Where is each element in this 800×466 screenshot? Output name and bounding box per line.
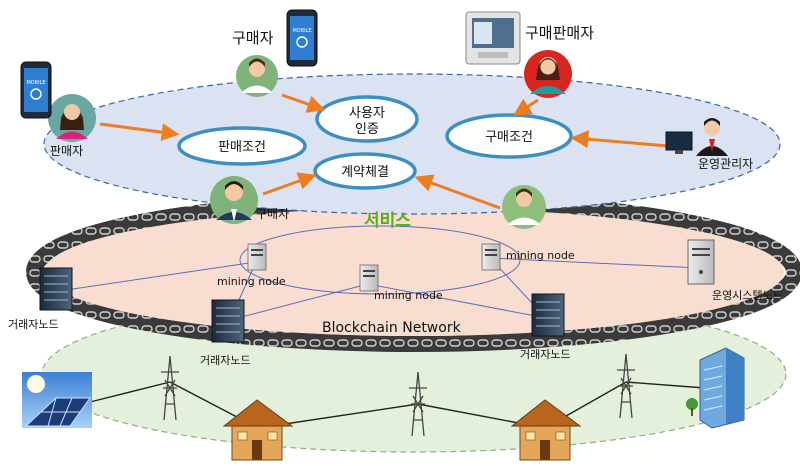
system-node-label: 운영시스템노드 [712, 289, 783, 302]
solar-panel-icon [22, 372, 92, 428]
mining-node-icon [247, 243, 267, 271]
arrow-buyer-to-contract [262, 172, 317, 196]
mobile-phone-text: MOBILE [292, 28, 311, 34]
trade-node-server-icon [39, 267, 73, 311]
trade-node-server-icon [211, 299, 245, 343]
contract-ellipse [313, 152, 417, 190]
trade-node-label: 거래자노드 [520, 348, 571, 361]
mining-node-label: mining node [217, 275, 286, 288]
arrow-operator-to-buyterms [570, 130, 669, 149]
transmission-tower-icon [409, 371, 427, 437]
transmission-tower-icon [617, 353, 635, 419]
auth-label-line2: 인증 [355, 122, 379, 137]
mobile-phone-text: MOBILE [26, 80, 45, 86]
arrow-user-to-contract [414, 174, 501, 210]
mining-node-label: mining node [506, 249, 575, 262]
buyer-top-label: 구매자 [232, 29, 274, 47]
buyer-bottom-label: 구매자 [256, 207, 289, 221]
trade-node-label: 거래자노드 [8, 318, 59, 331]
buyer-top-avatar [236, 55, 278, 97]
mining-node-icon [481, 243, 501, 271]
flow-arrows [99, 93, 669, 210]
operator-label: 운영관리자 [698, 157, 753, 171]
mining-node-icon [359, 264, 379, 292]
arrow-buyerseller-to-buyterms [512, 98, 539, 116]
house-icon [222, 399, 294, 461]
buyer-seller-avatar [524, 50, 572, 98]
wall-pad-icon [465, 11, 521, 65]
auth-ellipse [315, 95, 419, 143]
sell-terms-label: 판매조건 [218, 140, 266, 155]
house-icon [510, 399, 582, 461]
sell-terms-ellipse [177, 126, 307, 166]
system-node-server-icon [687, 239, 715, 285]
seller-label: 판매자 [50, 144, 83, 158]
trade-node-server-icon [531, 293, 565, 337]
blockchain-layer: mining node mining node mining node 거래자노… [8, 192, 800, 367]
seller-avatar [48, 94, 96, 142]
mobile-phone-icon: MOBILE [20, 61, 52, 119]
service-title: 서비스 [364, 211, 411, 231]
contract-label: 계약체결 [341, 165, 389, 180]
auth-label-line1: 사용자 [349, 106, 385, 121]
trade-node-label: 거래자노드 [200, 354, 251, 367]
mining-node-label: mining node [374, 289, 443, 302]
arrow-buyer-to-auth [281, 93, 326, 113]
user-avatar [502, 185, 546, 229]
buyer-bottom-avatar [210, 176, 258, 224]
service-item-ellipses [177, 95, 573, 190]
building-icon [686, 347, 745, 429]
network-links [65, 257, 701, 321]
mobile-phone-icon: MOBILE [286, 9, 318, 67]
arrow-seller-to-sellterms [99, 122, 180, 142]
mining-ring [239, 225, 521, 295]
transmission-tower-icon [161, 355, 179, 421]
buyer-seller-label: 구매판매자 [525, 24, 594, 42]
blockchain-network-title: Blockchain Network [322, 320, 462, 336]
buy-terms-label: 구매조건 [485, 130, 533, 145]
operator-avatar [665, 118, 728, 156]
service-layer: 사용자 인증 판매조건 계약체결 구매조건 [20, 9, 781, 231]
